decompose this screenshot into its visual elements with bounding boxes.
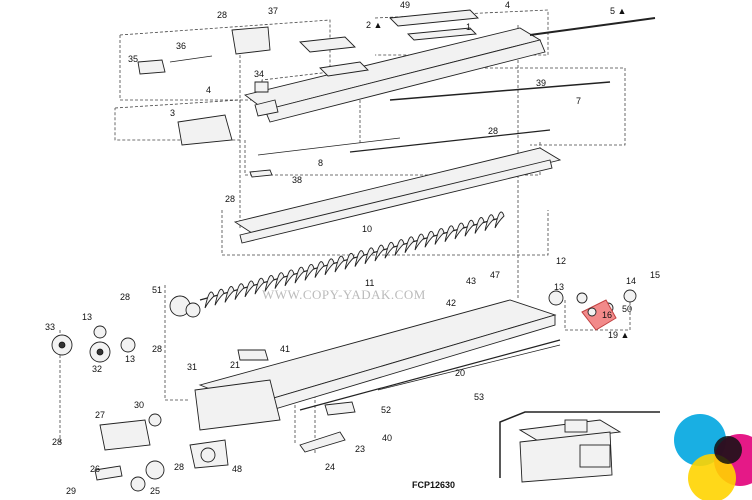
callout-label: 35 <box>128 54 138 64</box>
logo-circle <box>714 436 742 464</box>
callout-label: 43 <box>466 276 476 286</box>
callout-label: 31 <box>187 362 197 372</box>
callout-label: 49 <box>400 0 410 10</box>
callout-label: 50 <box>622 304 632 314</box>
callout-label: 28 <box>152 344 162 354</box>
auger-shaft <box>199 211 505 309</box>
gears <box>51 289 637 463</box>
callout-label: 33 <box>45 322 55 332</box>
callout-label: 15 <box>650 270 660 280</box>
callout-label: 30 <box>134 400 144 410</box>
callout-label: 53 <box>474 392 484 402</box>
callout-label: 42 <box>446 298 456 308</box>
callout-label: 13 <box>82 312 92 322</box>
callout-label: 32 <box>92 364 102 374</box>
logo-circle <box>674 414 726 466</box>
copier-inset <box>499 411 660 483</box>
callout-label: 16 <box>602 310 612 320</box>
logo-circle <box>688 454 736 500</box>
callout-label: 47 <box>490 270 500 280</box>
callout-label: 8 <box>318 158 323 168</box>
callout-label: 13 <box>554 282 564 292</box>
callout-label: 28 <box>120 292 130 302</box>
callout-label: 48 <box>232 464 242 474</box>
callout-label: 4 <box>505 0 510 10</box>
top-cover-assembly <box>137 9 546 146</box>
callout-label: 1 <box>466 22 471 32</box>
callout-label: 24 <box>325 462 335 472</box>
callout-label: 2 ▲ <box>366 20 382 30</box>
color-logo-icon <box>674 414 752 500</box>
figure-code: FCP12630 <box>412 480 455 490</box>
callout-label: 41 <box>280 344 290 354</box>
callout-label: 34 <box>254 69 264 79</box>
callout-label: 39 <box>536 78 546 88</box>
bottom-frame <box>94 299 557 492</box>
callout-label: 3 <box>170 108 175 118</box>
callout-label: 12 <box>556 256 566 266</box>
callout-label: 28 <box>174 462 184 472</box>
callout-label: 4 <box>206 85 211 95</box>
callout-label: 5 ▲ <box>610 6 626 16</box>
callout-label: 28 <box>217 10 227 20</box>
callout-label: 28 <box>225 194 235 204</box>
callout-label: 51 <box>152 285 162 295</box>
callout-label: 40 <box>382 433 392 443</box>
callout-label: 27 <box>95 410 105 420</box>
callout-label: 23 <box>355 444 365 454</box>
callout-label: 7 <box>576 96 581 106</box>
callout-label: 26 <box>90 464 100 474</box>
callout-label: 28 <box>488 126 498 136</box>
callout-label: 19 ▲ <box>608 330 629 340</box>
callout-label: 21 <box>230 360 240 370</box>
callout-label: 28 <box>52 437 62 447</box>
highlighted-part-16[interactable] <box>581 299 617 331</box>
callout-label: 11 <box>365 278 374 288</box>
callout-label: 36 <box>176 41 186 51</box>
callout-label: 37 <box>268 6 278 16</box>
callout-label: 10 <box>362 224 372 234</box>
callout-label: 14 <box>626 276 636 286</box>
rails-and-shafts <box>233 17 656 411</box>
callout-label: 25 <box>150 486 160 496</box>
callout-label: 38 <box>292 175 302 185</box>
watermark-text: WWW.COPY-YADAK.COM <box>262 287 426 302</box>
callout-label: 13 <box>125 354 135 364</box>
callout-label: 52 <box>381 405 391 415</box>
callout-label: 20 <box>455 368 465 378</box>
callout-label: 29 <box>66 486 76 496</box>
